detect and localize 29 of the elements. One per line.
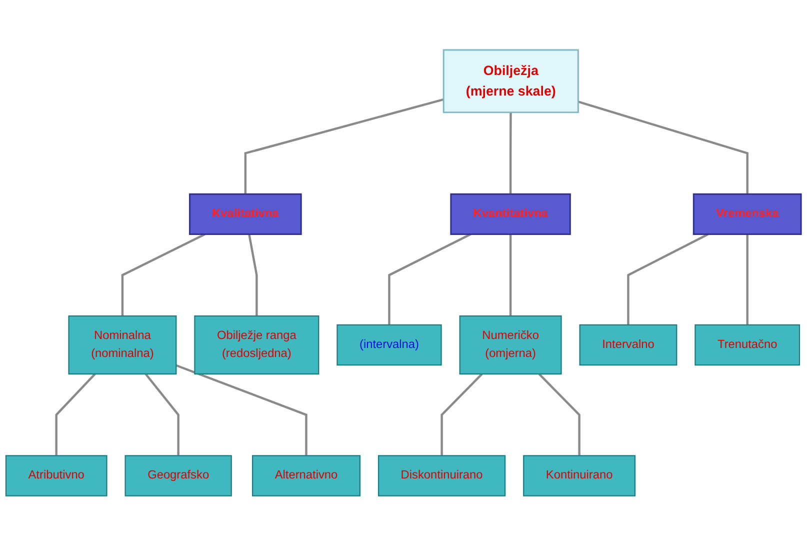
connector xyxy=(627,233,709,326)
node-box: Obilježja (mjerne skale) xyxy=(442,49,579,114)
node-box: Trenutačno xyxy=(694,324,800,366)
node-box: Atributivno xyxy=(5,455,108,496)
connector xyxy=(538,373,580,456)
node-box: Kvantitativna xyxy=(450,193,571,236)
connector xyxy=(176,364,308,456)
node-box: Obilježje ranga (redosljedna) xyxy=(194,316,320,375)
connector xyxy=(121,233,206,316)
node-box: Alternativno xyxy=(252,455,360,496)
connector xyxy=(244,98,444,194)
node-box: Intervalno xyxy=(579,324,678,366)
connector xyxy=(144,373,180,456)
node-box: Vremenska xyxy=(692,193,802,236)
connector xyxy=(440,373,483,456)
connector xyxy=(55,373,96,456)
node-box: Numeričko (omjerna) xyxy=(459,316,562,375)
connector xyxy=(578,100,748,194)
connector xyxy=(509,112,512,194)
node-box: Diskontinuirano xyxy=(378,455,506,496)
connector xyxy=(248,234,258,316)
connector xyxy=(746,234,748,326)
connector xyxy=(388,233,472,326)
node-box: (intervalna) xyxy=(336,324,442,366)
node-box: Geografsko xyxy=(124,455,232,496)
node-box: Kontinuirano xyxy=(523,455,636,496)
connector xyxy=(509,234,512,316)
node-box: Nominalna (nominalna) xyxy=(68,316,177,375)
node-box: Kvalitativna xyxy=(189,193,302,236)
